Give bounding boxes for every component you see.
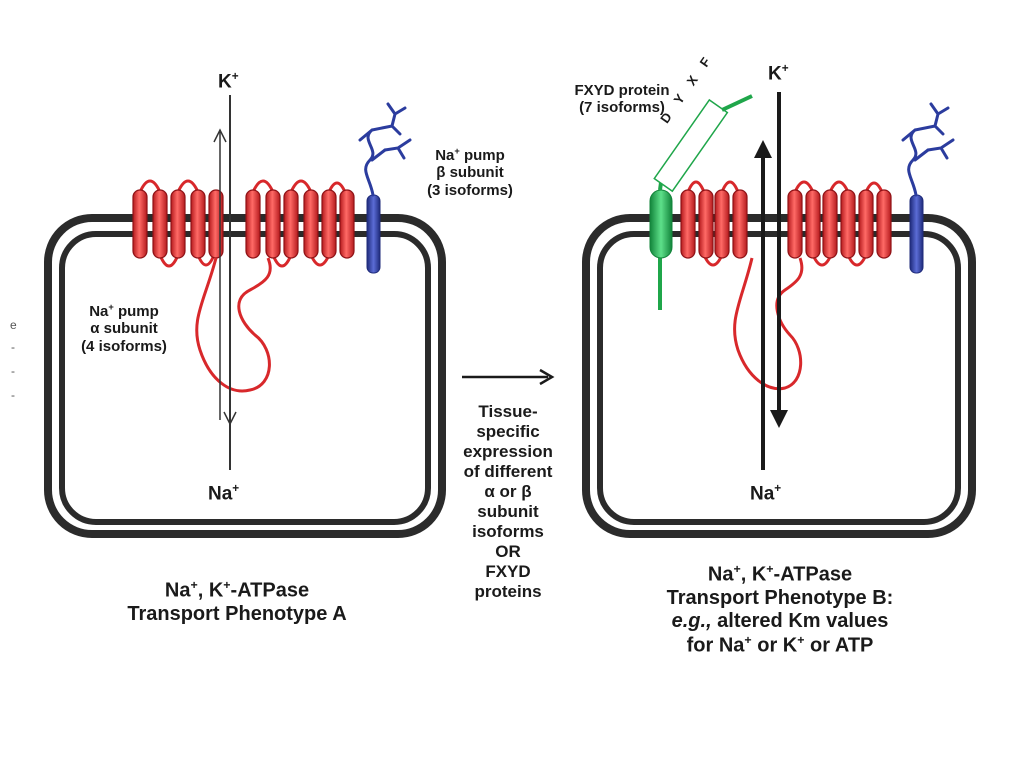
right-alpha-subunit — [680, 180, 892, 391]
edge-fragment-2: - — [11, 340, 15, 354]
right-na-label: Na+ — [750, 482, 782, 505]
phenotype-b-caption: Na+, K+-ATPase Transport Phenotype B: e.… — [666, 562, 894, 657]
tissue-expression-text: Tissue- specific expression of different… — [463, 402, 553, 602]
left-alpha-subunit — [132, 179, 355, 393]
left-transport-arrow — [213, 95, 237, 470]
left-cell-outer-membrane — [44, 214, 446, 538]
fxyd-motif-box — [653, 98, 729, 193]
left-beta-subunit — [358, 102, 412, 274]
phenotype-a-caption: Na+, K+-ATPase Transport Phenotype A — [127, 578, 347, 625]
left-na-label: Na+ — [208, 482, 240, 505]
alpha-subunit-label: Na+ pump α subunit (4 isoforms) — [81, 302, 167, 355]
edge-fragment-3: - — [11, 364, 15, 378]
left-cell-inner-membrane — [59, 231, 431, 525]
right-k-label: K+ — [768, 62, 789, 85]
left-cell — [44, 214, 446, 538]
edge-fragment-4: - — [11, 388, 15, 402]
right-beta-subunit — [901, 102, 955, 274]
fxyd-protein — [649, 94, 753, 310]
phenotype-change-arrow — [462, 368, 555, 386]
right-transport-arrows — [754, 92, 788, 470]
beta-subunit-label: Na+ pump β subunit (3 isoforms) — [427, 146, 513, 199]
fxyd-label: FXYD protein (7 isoforms) — [574, 82, 670, 117]
edge-fragment-1: e — [10, 318, 17, 332]
left-k-label: K+ — [218, 70, 239, 93]
